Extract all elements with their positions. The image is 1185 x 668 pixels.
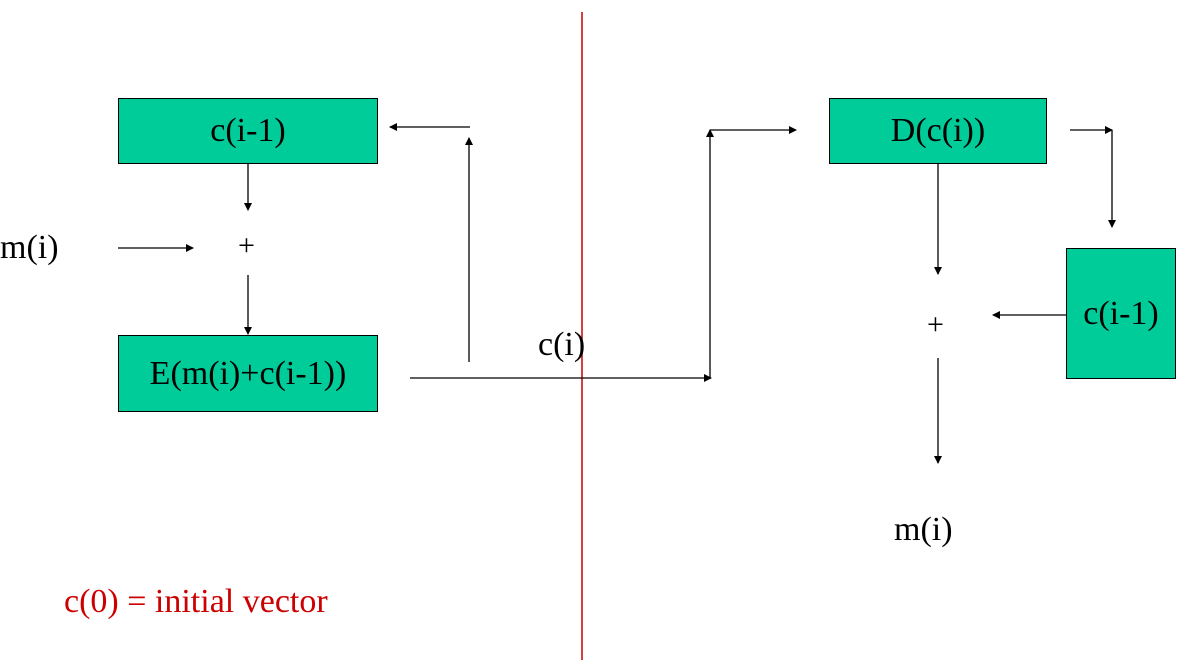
initial-vector-note: c(0) = initial vector xyxy=(64,583,328,620)
decrypt-xor-symbol: + xyxy=(927,308,944,341)
plaintext-input-label: m(i) xyxy=(0,229,59,266)
encrypt-prev-cipher-box: c(i-1) xyxy=(118,98,378,164)
encrypt-xor-symbol: + xyxy=(238,229,255,262)
encrypt-box-label: E(m(i)+c(i-1)) xyxy=(149,354,347,392)
decrypt-box: D(c(i)) xyxy=(829,98,1047,164)
decrypt-prev-cipher-label: c(i-1) xyxy=(1083,294,1159,332)
decrypt-prev-cipher-box: c(i-1) xyxy=(1066,248,1176,379)
ciphertext-label: c(i) xyxy=(538,326,586,363)
encrypt-box: E(m(i)+c(i-1)) xyxy=(118,335,378,412)
plaintext-output-label: m(i) xyxy=(894,511,953,548)
decrypt-box-label: D(c(i)) xyxy=(890,112,986,149)
encrypt-prev-cipher-label: c(i-1) xyxy=(210,112,286,149)
